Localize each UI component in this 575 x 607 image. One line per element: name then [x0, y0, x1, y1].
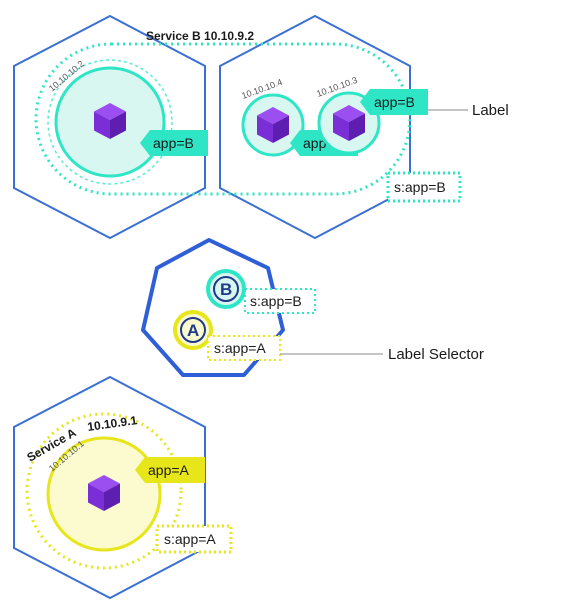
- svg-text:B: B: [220, 280, 232, 299]
- panel-b-selector: s:app=B: [250, 293, 302, 309]
- label-callout: Label: [472, 102, 509, 119]
- pod-b1-halo: [47, 59, 173, 185]
- pod-b1-label: app=B: [153, 135, 194, 151]
- service-a-boundary: [25, 412, 183, 570]
- selector-panel-shape: [141, 238, 285, 377]
- service-b-title: Service B 10.10.9.2: [146, 29, 254, 43]
- node-hexagon-3: [13, 375, 206, 600]
- service-a-selector-tag: s:app=A: [155, 524, 233, 554]
- pod-b3-label-tag: app=B: [360, 89, 428, 115]
- pod-b1-label-tag: app=B: [140, 130, 208, 156]
- service-b-icon: B: [206, 269, 246, 309]
- label-selector-callout: Label Selector: [388, 346, 484, 363]
- pod-a1-label-tag: app=A: [135, 457, 205, 483]
- service-b-boundary: [34, 42, 412, 196]
- pod-b3-label: app=B: [374, 94, 415, 110]
- node-hexagon-1: [13, 14, 206, 240]
- pod-a1-label: app=A: [148, 462, 190, 478]
- service-b-selector: s:app=B: [394, 179, 446, 195]
- panel-b-selector-tag: s:app=B: [244, 288, 316, 314]
- service-b-selector-tag: s:app=B: [386, 171, 462, 203]
- service-a-ip: 10.10.9.1: [86, 413, 138, 434]
- node-hexagon-2: [219, 14, 411, 240]
- svg-text:A: A: [187, 321, 199, 340]
- service-a-icon: A: [173, 310, 213, 350]
- service-a-selector: s:app=A: [164, 531, 216, 547]
- panel-a-selector-tag: s:app=A: [207, 335, 281, 361]
- panel-a-selector: s:app=A: [214, 340, 266, 356]
